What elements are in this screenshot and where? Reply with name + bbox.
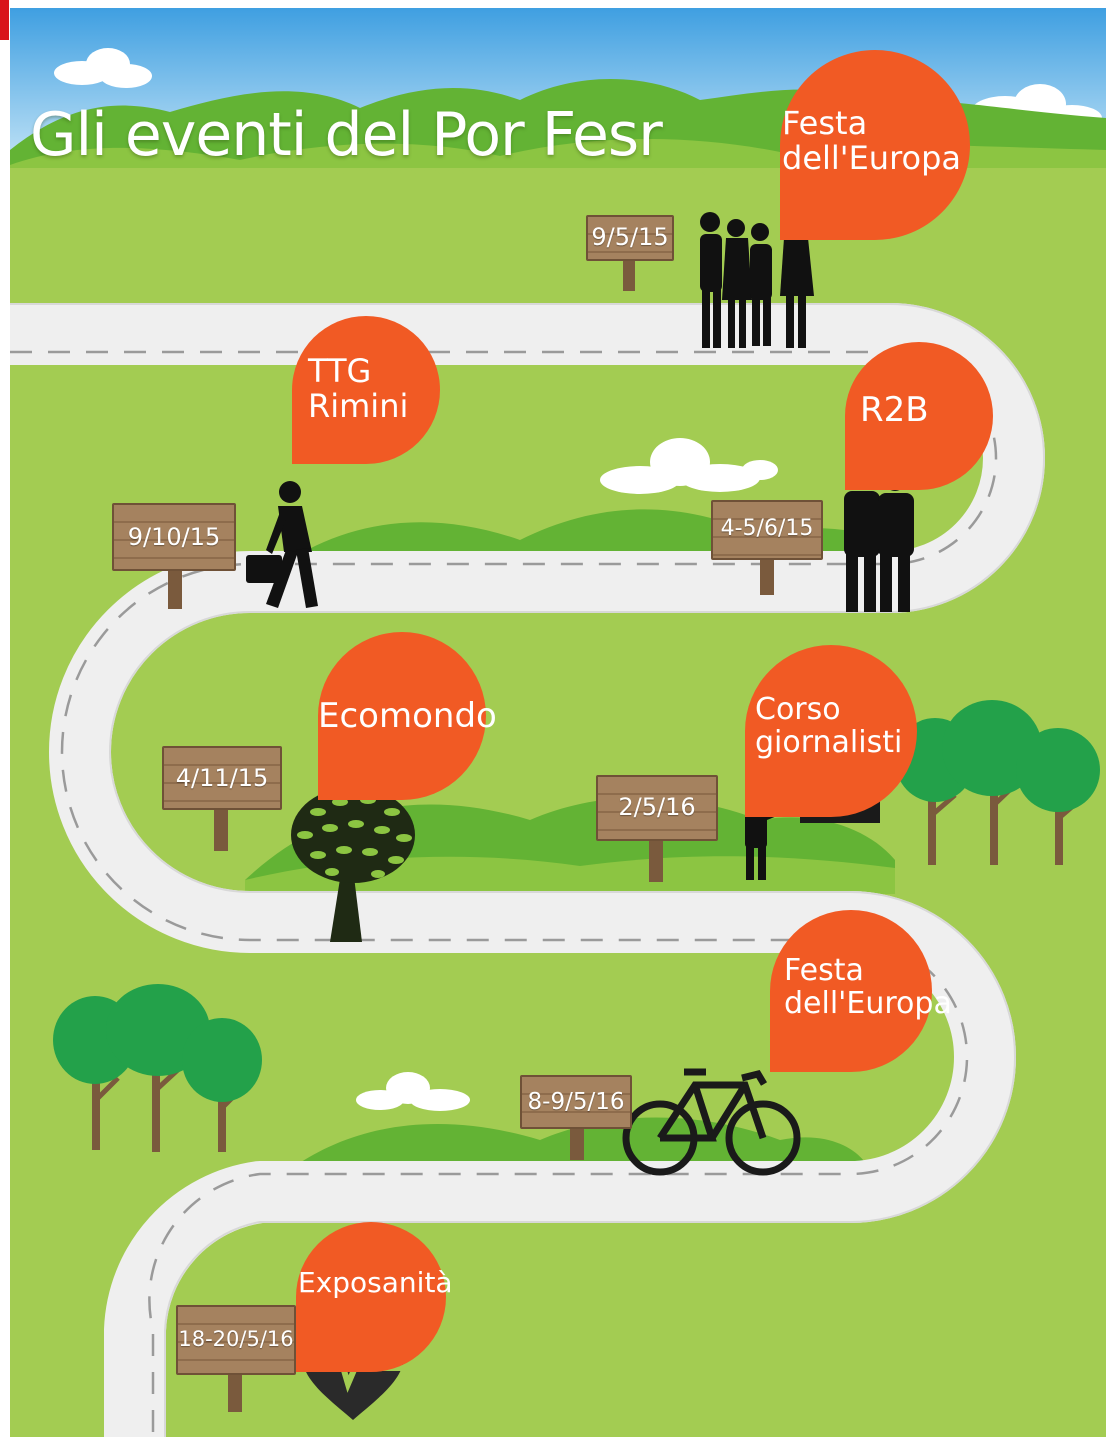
- meadow-cloud-1-icon: [600, 438, 778, 494]
- event-date: 9/10/15: [127, 523, 221, 551]
- sign-board: [162, 746, 282, 810]
- page-title: Gli eventi del Por Fesr: [30, 100, 663, 170]
- road-edge-shadow: [10, 303, 1045, 1437]
- winding-road: [10, 303, 1045, 1437]
- date-sign-r2b: 4-5/6/15: [711, 500, 823, 560]
- event-bubble-exposanita: Exposanità: [296, 1222, 453, 1372]
- event-name: TTG Rimini: [308, 352, 409, 426]
- sky-cloud-left-icon: [54, 48, 152, 88]
- event-bubble-festa-europa-2016: Festa dell'Europa: [770, 910, 952, 1072]
- event-name: R2B: [860, 390, 929, 430]
- sign-board: [520, 1075, 632, 1129]
- walking-businessman-icon: [246, 481, 318, 608]
- sign-board: [711, 500, 823, 560]
- event-name: Festa dell'Europa: [784, 953, 952, 1021]
- event-date: 2/5/16: [618, 793, 696, 821]
- tree-icon: [291, 787, 415, 942]
- sign-post: [214, 805, 228, 851]
- business-men-icon: [844, 467, 914, 612]
- sign-post: [649, 838, 663, 882]
- event-name: Corso giornalisti: [755, 692, 903, 760]
- event-date: 8-9/5/16: [527, 1089, 625, 1115]
- date-sign-corso-giornalisti: 2/5/16: [596, 775, 718, 841]
- event-name: Exposanità: [298, 1266, 453, 1299]
- event-name: Festa dell'Europa: [782, 104, 962, 178]
- sign-board: [586, 215, 674, 261]
- date-sign-exposanita: 18-20/5/16: [176, 1305, 296, 1375]
- event-bubble-festa-europa-2015: Festa dell'Europa: [780, 50, 970, 240]
- event-bubble-ecomondo: Ecomondo: [318, 632, 497, 800]
- sign-board: [596, 775, 718, 841]
- sign-post: [570, 1120, 584, 1160]
- sign-post: [228, 1368, 242, 1412]
- sign-post: [623, 255, 635, 291]
- date-sign-festa-europa-2015: 9/5/15: [586, 215, 674, 261]
- date-sign-festa-europa-2016: 8-9/5/16: [520, 1075, 632, 1129]
- trees-cluster-left-icon: [53, 984, 262, 1152]
- people-group-icon: [700, 212, 814, 348]
- page-edge-accent: [0, 0, 9, 40]
- event-bubble-corso-giornalisti: Corso giornalisti: [745, 645, 917, 817]
- loop2-hills-front: [245, 856, 895, 894]
- date-sign-ecomondo: 4/11/15: [162, 746, 282, 810]
- event-bubble-r2b: R2B: [845, 342, 993, 490]
- meadow-cloud-2-icon: [356, 1072, 470, 1111]
- bicycle-icon: [622, 1068, 801, 1176]
- sign-post: [760, 555, 774, 595]
- event-date: 4/11/15: [175, 764, 269, 792]
- event-bubble-ttg-rimini: TTG Rimini: [292, 316, 440, 464]
- date-sign-ttg-rimini: 9/10/15: [112, 503, 236, 571]
- event-name: Ecomondo: [318, 696, 497, 736]
- event-date: 9/5/15: [591, 223, 669, 251]
- sign-board: [176, 1305, 296, 1375]
- event-date: 18-20/5/16: [178, 1327, 294, 1351]
- event-date: 4-5/6/15: [720, 516, 814, 541]
- sign-post: [168, 565, 182, 609]
- sign-board: [112, 503, 236, 571]
